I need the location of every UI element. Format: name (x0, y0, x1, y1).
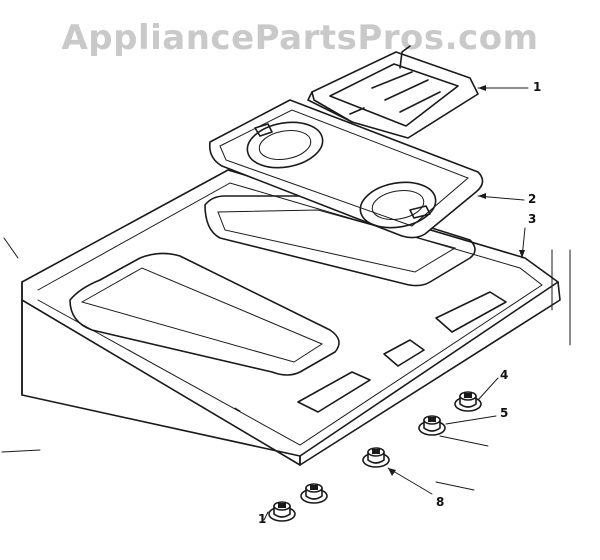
callout-knob-8: 8 (436, 495, 445, 509)
callout-knob-1: 1 (258, 512, 267, 526)
callout-burner-bowl: 2 (528, 192, 537, 206)
knob-8 (362, 447, 390, 468)
control-recess-left (297, 371, 371, 413)
knob-1 (268, 501, 296, 522)
callout-knob-4: 4 (500, 368, 509, 382)
knob-4 (454, 391, 482, 412)
watermark-text: AppliancePartsPros.com (61, 18, 539, 58)
control-recess-right (435, 291, 507, 333)
knob-front-right (300, 483, 328, 504)
callout-cooktop: 3 (528, 212, 537, 226)
knob-5 (418, 415, 446, 436)
control-recess-center (383, 339, 425, 367)
burner-bowl-tray (208, 99, 484, 239)
burner-grate (307, 45, 479, 139)
leader-lines (1, 85, 571, 521)
callout-knob-5: 5 (500, 406, 509, 420)
cooktop-panel (21, 169, 561, 466)
callout-grate: 1 (533, 80, 542, 94)
